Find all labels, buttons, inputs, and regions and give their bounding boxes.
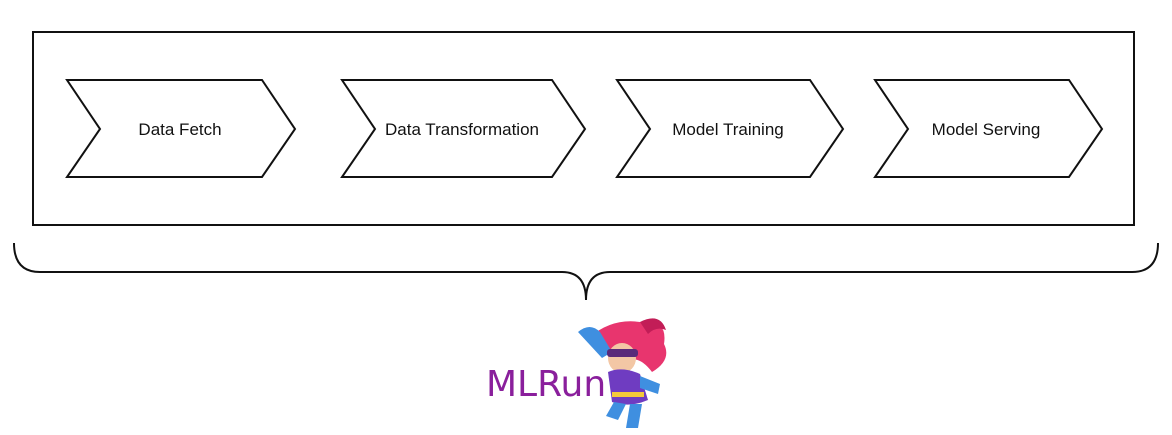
step-label: Model Training (672, 120, 784, 139)
step-chevron-shape (340, 79, 587, 178)
pipeline-step-model-training: Model Training (615, 79, 845, 178)
mlrun-logo: MLRun (486, 318, 667, 428)
step-label: Data Transformation (385, 120, 539, 139)
step-chevron-shape (615, 79, 845, 178)
pipeline-step-data-fetch: Data Fetch (65, 79, 297, 178)
logo-text: MLRun (486, 364, 606, 405)
step-chevron-shape (65, 79, 297, 178)
curly-brace (13, 242, 1159, 301)
pipeline-step-data-transformation: Data Transformation (340, 79, 587, 178)
superhero-mascot-icon (578, 318, 667, 428)
pipeline-step-model-serving: Model Serving (873, 79, 1104, 178)
pipeline-frame (32, 31, 1135, 226)
step-chevron-shape (873, 79, 1104, 178)
step-label: Model Serving (932, 120, 1041, 139)
step-label: Data Fetch (138, 120, 221, 139)
